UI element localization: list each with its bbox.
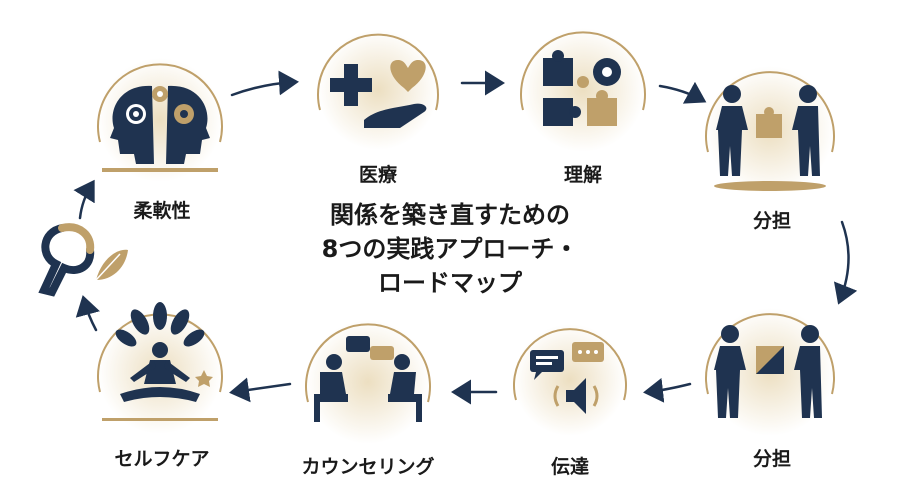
step-label-counseling: カウンセリング (301, 456, 435, 478)
arrow-4-5 (833, 220, 858, 305)
star-icon (195, 370, 213, 387)
arrow-8-ribbon (75, 295, 100, 332)
arrow-3-4 (658, 81, 707, 104)
arrow-7-8 (229, 377, 292, 403)
step-self-care (97, 302, 223, 434)
cross-heart-hand-icon (330, 60, 427, 128)
meditation-tree-icon (115, 302, 205, 402)
counseling-chairs-icon (314, 336, 422, 422)
step-label-self-care: セルフケア (114, 448, 210, 470)
flow-arrows (73, 70, 858, 405)
ribbon-leaf-icon (38, 223, 128, 297)
two-people-puzzle-icon (716, 85, 820, 176)
step-understanding (520, 28, 646, 152)
step-sharing-1 (705, 66, 835, 194)
diagram-title: 関係を築き直すための 8つの実践アプローチ・ ロードマップ (322, 198, 579, 300)
step-label-flexibility: 柔軟性 (133, 200, 191, 222)
speech-bubbles-speaker-icon (530, 342, 604, 414)
step-sharing-2 (705, 308, 835, 436)
step-label-communication: 伝達 (550, 456, 590, 478)
step-medical (317, 30, 439, 150)
title-line-2: 8つの実践アプローチ・ (321, 235, 579, 263)
title-line-3: ロードマップ (377, 269, 522, 297)
title-line-1: 関係を築き直すための (329, 201, 570, 229)
step-communication (513, 324, 627, 436)
arrow-1-2 (230, 70, 299, 97)
step-counseling (305, 320, 431, 444)
two-people-puzzle-piece-icon (714, 325, 822, 418)
two-heads-gears-icon (110, 85, 210, 164)
step-label-medical: 医療 (358, 164, 398, 186)
step-label-sharing-1: 分担 (752, 210, 792, 232)
arrow-ribbon-1 (73, 179, 95, 220)
step-label-understanding: 理解 (563, 164, 603, 186)
step-label-sharing-2: 分担 (752, 448, 792, 470)
step-flexibility (97, 58, 223, 182)
puzzle-gears-icon (543, 50, 621, 126)
arrow-5-6 (643, 377, 692, 403)
